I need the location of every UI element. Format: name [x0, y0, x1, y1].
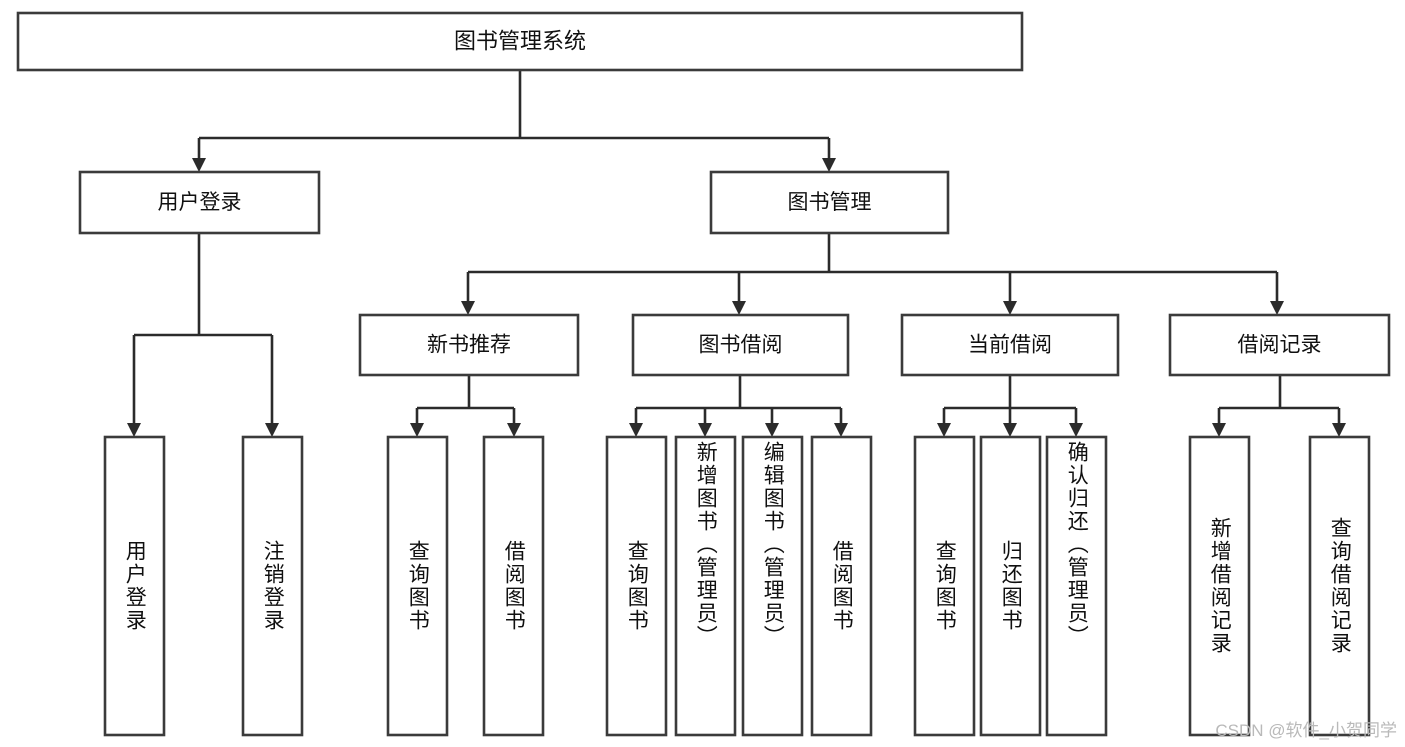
node-leaf-3[interactable] [482, 435, 545, 737]
root-branch-0-arrowhead [192, 158, 206, 172]
manage-branch-3-arrowhead [1270, 301, 1284, 315]
group-1-branch-1-arrowhead [698, 423, 712, 437]
node-root[interactable] [16, 11, 1024, 72]
node-leaf-1[interactable] [241, 435, 304, 737]
node-level1-0[interactable] [78, 170, 321, 235]
node-leaf-7[interactable] [810, 435, 873, 737]
manage-branch-1-arrowhead [732, 301, 746, 315]
group-1-branch-3-arrowhead [834, 423, 848, 437]
group-0-branch-1-arrowhead [507, 423, 521, 437]
node-leaf-11[interactable] [1188, 435, 1251, 737]
connector-layer [127, 70, 1346, 437]
node-box-layer [16, 11, 1391, 737]
group-1-branch-0-arrowhead [629, 423, 643, 437]
node-leaf-4[interactable] [605, 435, 668, 737]
node-leaf-12[interactable] [1308, 435, 1371, 737]
node-leaf-5[interactable] [674, 435, 737, 737]
node-level2-2-label: 当前借阅 [968, 334, 1052, 357]
group-2-branch-0-arrowhead [937, 423, 951, 437]
root-branch-1-arrowhead [822, 158, 836, 172]
node-leaf-0[interactable] [103, 435, 166, 737]
node-leaf-10[interactable] [1045, 435, 1108, 737]
node-level2-3-label: 借阅记录 [1238, 334, 1322, 357]
manage-branch-0-arrowhead [461, 301, 475, 315]
group-3-branch-0-arrowhead [1212, 423, 1226, 437]
node-level1-1[interactable] [709, 170, 950, 235]
login-branch-0-arrowhead [127, 423, 141, 437]
node-level1-1-label: 图书管理 [788, 191, 872, 214]
group-2-branch-1-arrowhead [1003, 423, 1017, 437]
node-root-label: 图书管理系统 [454, 28, 586, 53]
node-leaf-8[interactable] [913, 435, 976, 737]
login-branch-1-arrowhead [265, 423, 279, 437]
node-leaf-9[interactable] [979, 435, 1042, 737]
node-level2-3[interactable] [1168, 313, 1391, 377]
node-level2-0[interactable] [358, 313, 580, 377]
node-level2-0-label: 新书推荐 [427, 334, 511, 357]
node-leaf-6[interactable] [741, 435, 804, 737]
group-2-branch-2-arrowhead [1069, 423, 1083, 437]
node-level2-1-label: 图书借阅 [699, 334, 783, 357]
node-leaf-2[interactable] [386, 435, 449, 737]
node-level2-2[interactable] [900, 313, 1120, 377]
group-0-branch-0-arrowhead [410, 423, 424, 437]
group-1-branch-2-arrowhead [765, 423, 779, 437]
node-level1-0-label: 用户登录 [158, 191, 242, 214]
manage-branch-2-arrowhead [1003, 301, 1017, 315]
group-3-branch-1-arrowhead [1332, 423, 1346, 437]
node-level2-1[interactable] [631, 313, 850, 377]
